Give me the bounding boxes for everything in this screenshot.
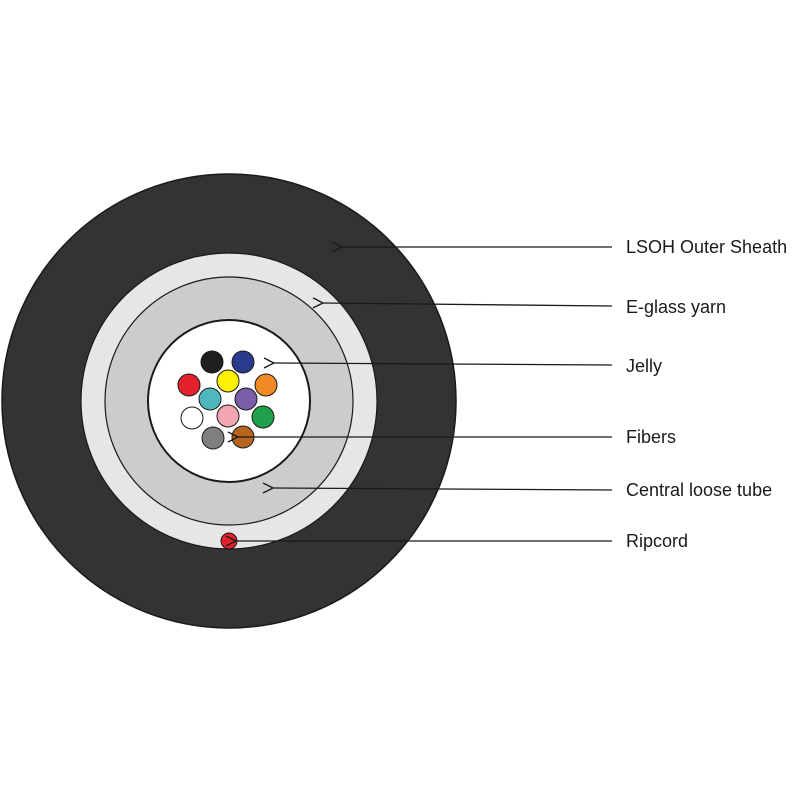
label-eglass-yarn: E-glass yarn [626,297,726,317]
labels: LSOH Outer Sheath E-glass yarn Jelly Fib… [626,237,787,551]
fiber-violet [234,387,258,411]
fiber-rose [216,404,240,428]
fiber-slate [201,426,225,450]
fiber-aqua [198,387,222,411]
leader-line-eglass-yarn [323,303,613,306]
fiber-white [180,406,204,430]
leader-line-jelly [274,363,613,365]
leader-line-central-tube [273,488,613,490]
leader-lines [236,247,613,541]
fiber-red [177,373,201,397]
jelly-core [147,319,311,483]
label-ripcord: Ripcord [626,531,688,551]
ripcord [220,532,238,550]
label-jelly: Jelly [626,356,662,376]
label-outer-sheath: LSOH Outer Sheath [626,237,787,257]
fiber-black [200,350,224,374]
fiber-bundle [177,350,278,450]
fiber-orange [254,373,278,397]
fiber-green [251,405,275,429]
fiber-yellow [216,369,240,393]
fiber-blue [231,350,255,374]
label-central-tube: Central loose tube [626,480,772,500]
label-fibers: Fibers [626,427,676,447]
